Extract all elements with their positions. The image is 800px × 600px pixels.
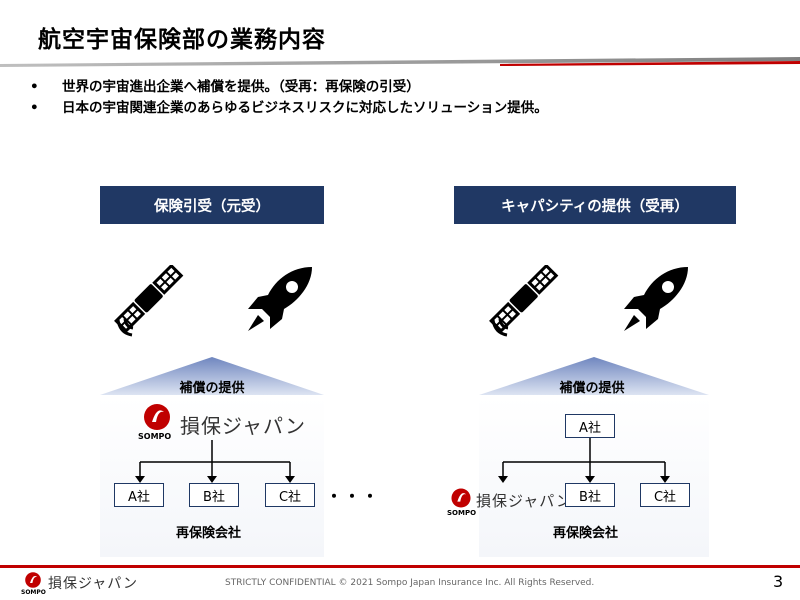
- right-panel-header: キャパシティの提供（受再）: [454, 186, 736, 224]
- right-company-b: B社: [565, 483, 615, 507]
- sompo-logo-icon: [144, 404, 170, 430]
- right-reinsurer-label: 再保険会社: [553, 526, 619, 541]
- left-reinsurer-label: 再保険会社: [176, 526, 242, 541]
- rocket-icon: [624, 267, 688, 331]
- left-triangle-label: 補償の提供: [179, 381, 245, 396]
- slide-title: 航空宇宙保険部の業務内容: [38, 27, 326, 53]
- footer-brand-name: 損保ジャパン: [48, 576, 138, 592]
- left-brand-name: 損保ジャパン: [180, 414, 306, 438]
- bullet-item: • 日本の宇宙関連企業のあらゆるビジネスリスクに対応したソリューション提供。: [30, 98, 548, 119]
- right-brand-sub: SOMPO: [447, 509, 477, 517]
- bullet-marker: •: [30, 100, 39, 116]
- satellite-icon: [489, 265, 559, 337]
- bullet-text: 日本の宇宙関連企業のあらゆるビジネスリスクに対応したソリューション提供。: [62, 100, 548, 116]
- right-coverage-triangle: [479, 357, 709, 395]
- satellite-icon: [114, 265, 184, 337]
- left-panel-header: 保険引受（元受）: [100, 186, 324, 224]
- footer-divider: [0, 565, 800, 568]
- left-ellipsis: ・・・: [326, 487, 381, 506]
- left-coverage-triangle: [100, 357, 324, 395]
- right-brand-name: 損保ジャパン: [476, 492, 573, 510]
- left-company-b: B社: [189, 483, 239, 507]
- sompo-logo-icon: [25, 572, 41, 588]
- left-brand-sub: SOMPO: [138, 432, 172, 441]
- right-company-a: A社: [565, 414, 615, 438]
- footer-confidential: STRICTLY CONFIDENTIAL © 2021 Sompo Japan…: [225, 578, 595, 588]
- right-company-c: C社: [640, 483, 690, 507]
- bullet-item: • 世界の宇宙進出企業へ補償を提供。（受再：再保険の引受）: [30, 77, 548, 98]
- right-triangle-label: 補償の提供: [559, 381, 625, 396]
- footer-brand-sub: SOMPO: [21, 589, 46, 596]
- sompo-logo-icon: [451, 488, 471, 508]
- left-company-a: A社: [114, 483, 164, 507]
- right-tree-connector: [498, 438, 670, 483]
- rocket-icon: [248, 267, 312, 331]
- bullet-text: 世界の宇宙進出企業へ補償を提供。（受再：再保険の引受）: [62, 79, 420, 95]
- left-tree-connector: [135, 440, 295, 483]
- title-underline: [0, 57, 800, 67]
- left-company-c: C社: [265, 483, 315, 507]
- bullet-marker: •: [30, 79, 39, 95]
- bullet-list: • 世界の宇宙進出企業へ補償を提供。（受再：再保険の引受） • 日本の宇宙関連企業の…: [30, 77, 548, 119]
- page-number: 3: [773, 572, 784, 591]
